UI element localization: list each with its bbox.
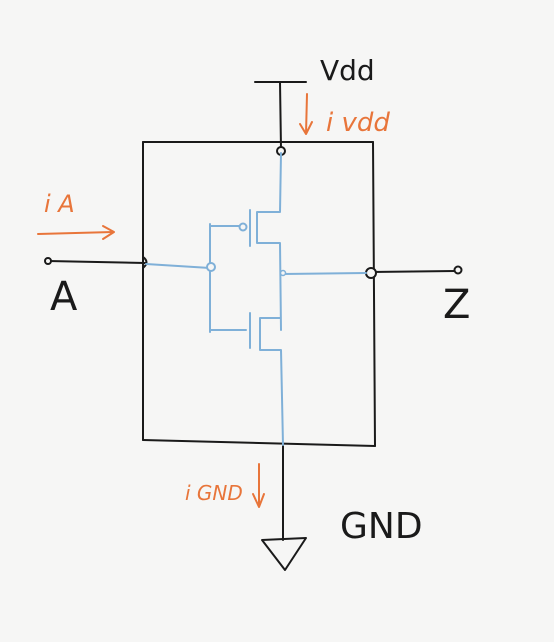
vdd-label: Vdd [320, 54, 375, 87]
i-gnd-label: i GND [185, 481, 243, 505]
input-a-wire [47, 260, 146, 264]
i-gnd-arrow [252, 463, 265, 508]
gnd-label: GND [340, 506, 423, 547]
transistor-network [145, 152, 367, 446]
cell-boundary [142, 141, 376, 447]
vdd-supply [254, 81, 307, 150]
input-a-port [142, 256, 148, 269]
pmos-drain-source [256, 152, 282, 331]
ground-icon [261, 537, 307, 571]
pmos-bubble [238, 222, 248, 232]
input-to-gate [145, 263, 211, 269]
input-a-label: A [50, 274, 78, 320]
drain-junction [279, 269, 287, 277]
output-z-node [365, 267, 377, 279]
i-a-label: i A [44, 190, 75, 218]
vdd-wire [279, 81, 282, 150]
gnd-supply [261, 443, 307, 571]
input-a-terminal [44, 257, 52, 265]
current-arrows [37, 93, 313, 508]
i-vdd-label: i vdd [326, 108, 390, 138]
drain-to-output [282, 272, 367, 275]
output-z-wire [369, 270, 456, 273]
output-z-label: Z [443, 282, 470, 328]
i-vdd-arrow [299, 93, 313, 135]
nmos-drain-source [259, 317, 284, 446]
gate-junction [206, 262, 216, 272]
output-z-terminal [453, 265, 463, 275]
i-a-arrow [37, 225, 115, 240]
